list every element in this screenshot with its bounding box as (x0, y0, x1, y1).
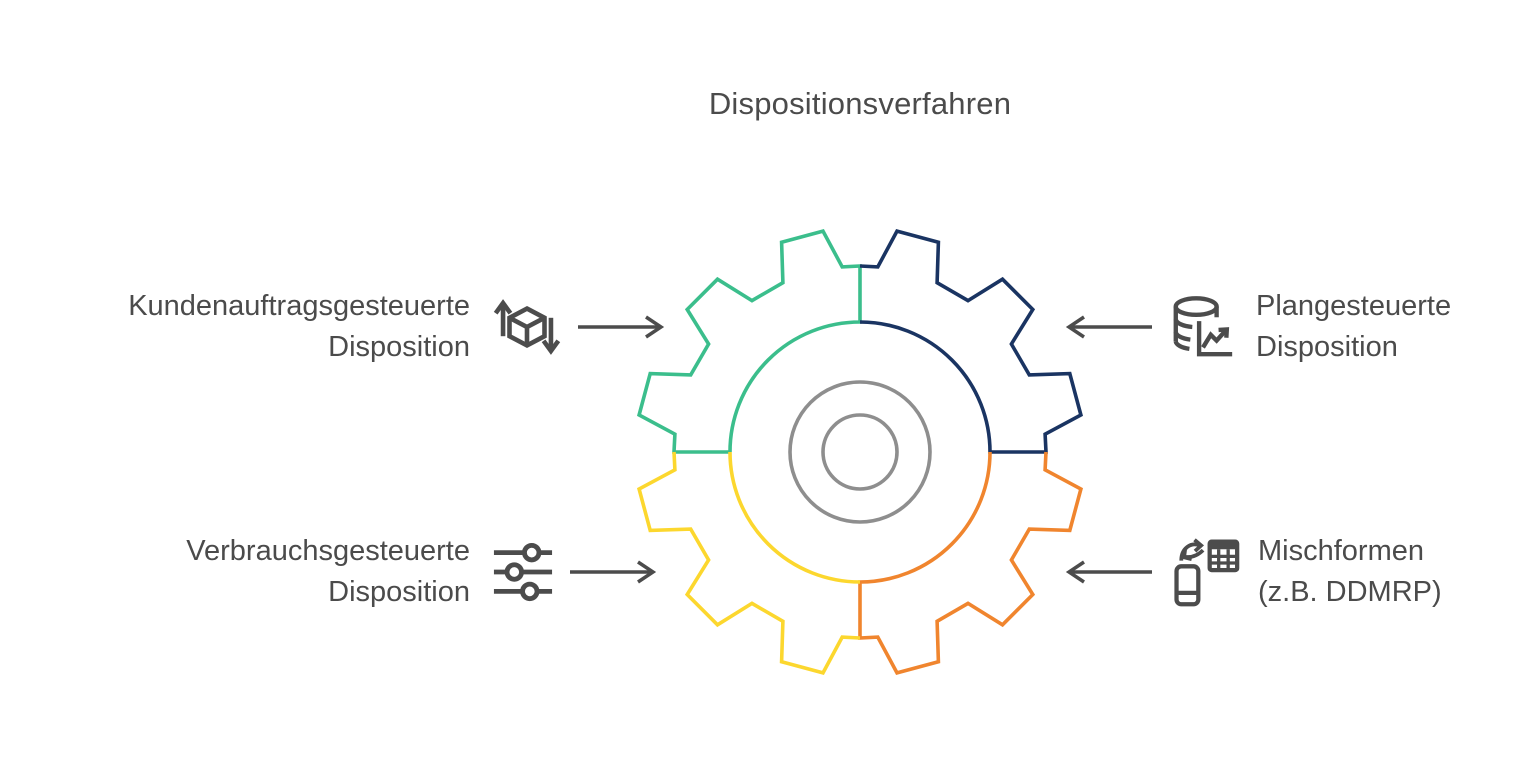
gear-segment-verbrauchsgesteuert (636, 451, 861, 676)
label-kundenauftragsgesteuert: Kundenauftragsgesteuerte Disposition (55, 286, 470, 368)
flow-arrow-right-icon (568, 559, 658, 585)
device-sync-table-icon (1168, 536, 1240, 608)
label-line2: Disposition (328, 576, 470, 608)
label-line1: Mischformen (1258, 535, 1424, 567)
label-group-kundenauftragsgesteuert: Kundenauftragsgesteuerte Disposition (55, 286, 666, 368)
page-title: Dispositionsverfahren (708, 86, 1012, 121)
package-updown-icon (492, 287, 562, 367)
gear-segment-mischformen (858, 451, 1084, 676)
gear-hub-circle-1 (788, 380, 932, 524)
label-line2: Disposition (328, 331, 470, 363)
sliders-icon (492, 540, 554, 604)
label-group-mischformen: Mischformen (z.B. DDMRP) (1064, 531, 1536, 613)
label-verbrauchsgesteuert: Verbrauchsgesteuerte Disposition (55, 531, 470, 613)
label-group-plangesteuert: Plangesteuerte Disposition (1064, 286, 1536, 368)
gear-segment-kundenauftragsgesteuert (636, 228, 862, 454)
flow-arrow-right-icon (576, 314, 666, 340)
label-line1: Plangesteuerte (1256, 290, 1452, 322)
flow-arrow-left-icon (1064, 559, 1154, 585)
database-chart-icon (1168, 292, 1238, 362)
label-mischformen: Mischformen (z.B. DDMRP) (1258, 531, 1536, 613)
gear-segment-plangesteuert (859, 228, 1084, 454)
label-group-verbrauchsgesteuert: Verbrauchsgesteuerte Disposition (55, 531, 658, 613)
label-line2: Disposition (1256, 331, 1398, 363)
label-plangesteuert: Plangesteuerte Disposition (1256, 286, 1536, 368)
flow-arrow-left-icon (1064, 314, 1154, 340)
label-line1: Kundenauftragsgesteuerte (128, 290, 470, 322)
gear-hub-circle-2 (821, 413, 899, 491)
label-line1: Verbrauchsgesteuerte (186, 535, 470, 567)
label-line2: (z.B. DDMRP) (1258, 576, 1442, 608)
